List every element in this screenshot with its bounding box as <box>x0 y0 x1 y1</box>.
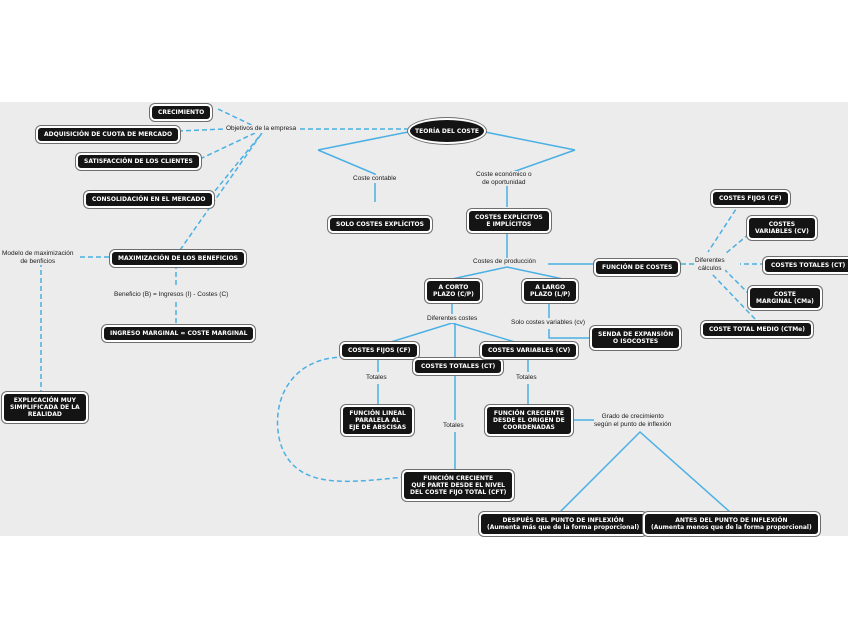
node-explicacion[interactable]: EXPLICACIÓN MUY SIMPLIFICADA DE LA REALI… <box>2 392 88 423</box>
node-calc-costes-variables[interactable]: COSTES VARIABLES (CV) <box>747 216 817 240</box>
root-node[interactable]: TEORÍA DEL COSTE <box>408 118 486 144</box>
node-costes-variables[interactable]: COSTES VARIABLES (CV) <box>480 342 579 359</box>
node-costes-fijos[interactable]: COSTES FIJOS (CF) <box>340 342 419 359</box>
node-ingreso-marginal[interactable]: INGRESO MARGINAL = COSTE MARGINAL <box>102 325 256 342</box>
node-costes-explicitos-implicitos[interactable]: COSTES EXPLÍCITOS E IMPLÍCITOS <box>467 209 551 233</box>
growth-label: Grado de crecimiento según el punto de i… <box>594 413 672 428</box>
node-crecimiento[interactable]: CRECIMIENTO <box>150 104 213 121</box>
economic-label: Coste económico o de oportunidad <box>476 171 532 186</box>
node-despues-inflexion[interactable]: DESPUÉS DEL PUNTO DE INFLEXIÓN (Aumenta … <box>479 512 648 536</box>
node-solo-costes-explicitos[interactable]: SOLO COSTES EXPLÍCITOS <box>328 216 432 233</box>
node-funcion-creciente-origen[interactable]: FUNCIÓN CRECIENTE DESDE EL ORIGEN DE COO… <box>485 405 573 436</box>
model-label: Modelo de maximización de benficios <box>2 250 74 265</box>
node-calc-costes-totales[interactable]: COSTES TOTALES (CT) <box>763 257 848 274</box>
node-funcion-lineal[interactable]: FUNCIÓN LINEAL PARALELA AL EJE DE ABSCIS… <box>341 405 415 436</box>
node-senda-expansion[interactable]: SENDA DE EXPANSIÓN O ISOCOSTES <box>590 326 682 350</box>
accounting-label: Coste contable <box>353 175 397 183</box>
objectives-label: Objetivos de la empresa <box>226 125 297 133</box>
node-funcion-creciente-cft[interactable]: FUNCIÓN CRECIENTE QUE PARTE DESDE EL NIV… <box>402 470 515 501</box>
node-corto-plazo[interactable]: A CORTO PLAZO (C/P) <box>425 279 482 303</box>
calc-label: Diferentes cálculos <box>695 257 725 272</box>
node-maximizacion-beneficios[interactable]: MAXIMIZACIÓN DE LOS BENEFICIOS <box>110 250 246 267</box>
short-run-label: Diferentes costes <box>427 315 478 323</box>
fixed-totals-label: Totales <box>366 374 387 382</box>
node-largo-plazo[interactable]: A LARGO PLAZO (L/P) <box>522 279 579 303</box>
node-calc-costes-fijos[interactable]: COSTES FIJOS (CF) <box>711 190 790 207</box>
node-consolidacion[interactable]: CONSOLIDACIÓN EN EL MERCADO <box>84 191 214 208</box>
node-antes-inflexion[interactable]: ANTES DEL PUNTO DE INFLEXIÓN (Aumenta me… <box>643 512 820 536</box>
node-costes-totales[interactable]: COSTES TOTALES (CT) <box>413 358 504 375</box>
node-satisfaccion-clientes[interactable]: SATISFACCIÓN DE LOS CLIENTES <box>76 153 201 170</box>
variable-totals-label: Totales <box>516 374 537 382</box>
total-totals-label: Totales <box>443 422 464 430</box>
production-label: Costes de producción <box>473 258 536 266</box>
formula-label: Beneficio (B) = Ingresos (I) - Costes (C… <box>114 291 229 299</box>
node-cuota-mercado[interactable]: ADQUISICIÓN DE CUOTA DE MERCADO <box>36 126 181 143</box>
node-calc-coste-total-medio[interactable]: COSTE TOTAL MEDIO (CTMe) <box>701 321 813 338</box>
mind-map-canvas: TEORÍA DEL COSTE Objetivos de la empresa… <box>0 102 848 536</box>
node-calc-coste-marginal[interactable]: COSTE MARGINAL (CMa) <box>748 286 822 310</box>
long-run-label: Solo costes variables (cv) <box>511 319 586 327</box>
node-funcion-costes[interactable]: FUNCIÓN DE COSTES <box>594 259 681 276</box>
